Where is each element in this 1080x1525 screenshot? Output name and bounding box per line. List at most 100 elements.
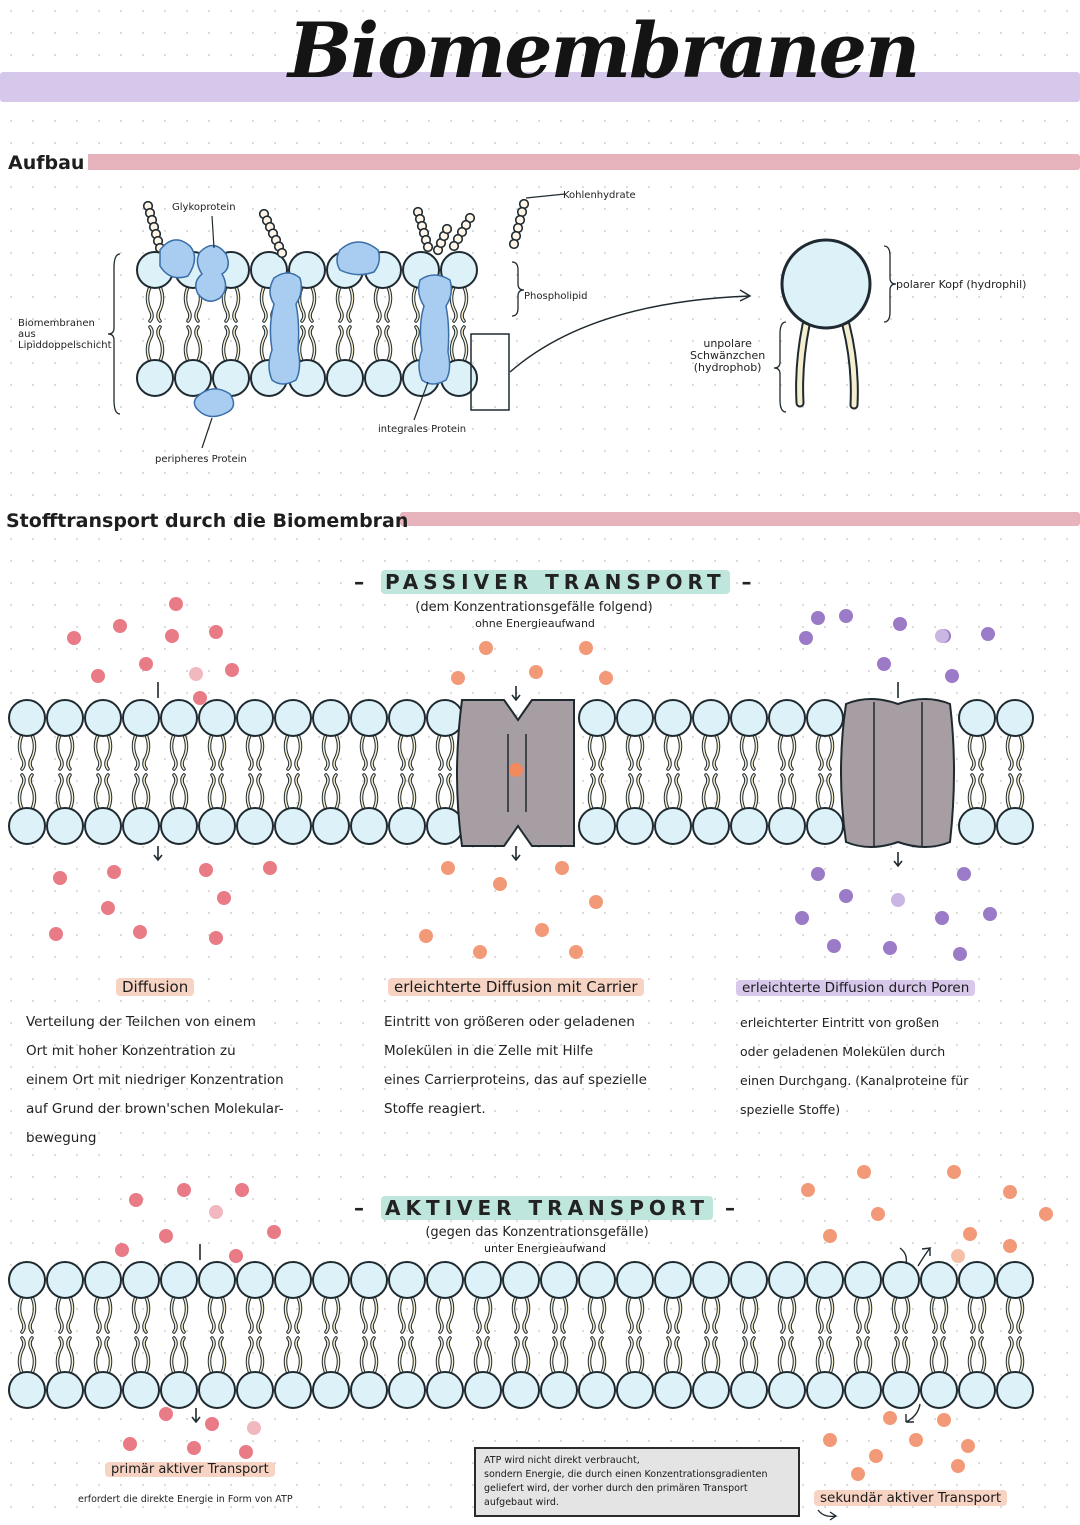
lipid-tail-fill <box>751 1337 758 1374</box>
lipid-tail-fill <box>170 1337 177 1374</box>
phospholipid-head <box>692 699 730 737</box>
lipid-tail-fill <box>816 1296 823 1333</box>
phospholipid-head <box>326 359 364 397</box>
phospholipid-head <box>8 807 46 845</box>
lipid-tail-fill <box>181 1337 188 1374</box>
sekundaer-molecule <box>851 1467 865 1481</box>
pore-molecule <box>811 611 825 625</box>
carrier-molecule-outside <box>451 671 465 685</box>
lipid-tail-fill <box>309 326 316 362</box>
pore-molecule <box>893 617 907 631</box>
lipid-tail-fill <box>29 774 36 810</box>
lipid-tail-fill <box>968 774 975 810</box>
sekundaer-molecule <box>869 1449 883 1463</box>
phospholipid-head <box>350 1261 388 1299</box>
phospholipid-head <box>502 1261 540 1299</box>
lipid-tail-fill <box>181 734 188 770</box>
phospholipid-head <box>84 699 122 737</box>
phospholipid-head <box>464 1371 502 1409</box>
lipid-tail-fill <box>360 734 367 770</box>
lipid-tail-fill <box>181 774 188 810</box>
peripheral-protein-bottom <box>193 388 235 418</box>
lipid-tail-fill <box>295 734 302 770</box>
lipid-tail-fill <box>336 326 343 362</box>
primaer-molecule <box>247 1421 261 1435</box>
lipid-tail-fill <box>1006 1296 1013 1333</box>
aufbau-band <box>78 154 1080 170</box>
lipid-tail-fill <box>751 774 758 810</box>
lipid-tail-fill <box>29 1296 36 1333</box>
carrier-molecule-inside <box>493 877 507 891</box>
lipid-tail-fill <box>713 774 720 810</box>
phospholipid-head <box>578 1261 616 1299</box>
carbohydrate-chain <box>508 238 520 250</box>
phospholipid-head <box>996 807 1034 845</box>
carbohydrate-chain <box>276 247 288 259</box>
lipid-tail-fill <box>322 734 329 770</box>
sekundaer-molecule <box>857 1165 871 1179</box>
lipid-tail-fill <box>322 1337 329 1374</box>
lipid-tail-fill <box>219 774 226 810</box>
sekundaer-molecule <box>951 1249 965 1263</box>
diffusion-molecule <box>53 871 67 885</box>
lipid-tail-fill <box>550 1337 557 1374</box>
lipid-tail-fill <box>474 1337 481 1374</box>
primaer-molecule <box>123 1437 137 1451</box>
lipid-tail-fill <box>979 1296 986 1333</box>
phospholipid-head <box>730 1371 768 1409</box>
lipid-tail-fill <box>170 1296 177 1333</box>
phospholipid-head <box>388 1261 426 1299</box>
phospholipid-head <box>160 1371 198 1409</box>
primaer-molecule <box>267 1225 281 1239</box>
primaer-note: erfordert die direkte Energie in Form vo… <box>78 1494 293 1505</box>
phospholipid-head <box>440 251 478 289</box>
lipid-tail-fill <box>385 286 392 322</box>
phospholipid-head <box>198 1371 236 1409</box>
lipid-tail-fill <box>94 1337 101 1374</box>
label-peripheres-protein: peripheres Protein <box>155 454 247 465</box>
lipid-tail-fill <box>233 326 240 362</box>
lipid-tail-fill <box>29 734 36 770</box>
lipid-tail-fill <box>208 1337 215 1374</box>
lipid-tail-fill <box>146 326 153 362</box>
lipid-tail-fill <box>675 1296 682 1333</box>
leader-kohlenhydrate <box>525 193 566 199</box>
lipid-tail-fill <box>789 1337 796 1374</box>
lipid-tail-fill <box>702 1337 709 1374</box>
sekundaer-arrow-up <box>899 1247 932 1267</box>
phospholipid-head <box>540 1371 578 1409</box>
phospholipid-head <box>8 1261 46 1299</box>
lipid-tail-fill <box>105 1296 112 1333</box>
diffusion-molecule <box>91 669 105 683</box>
lipid-tail-fill <box>461 286 468 322</box>
lipid-tail-fill <box>295 774 302 810</box>
phospholipid-head <box>84 1371 122 1409</box>
carrier-molecule-inside <box>589 895 603 909</box>
lipid-tail-fill <box>143 734 150 770</box>
phospholipid-head <box>122 807 160 845</box>
pore-molecule <box>953 947 967 961</box>
lipid-tail-fill <box>626 1337 633 1374</box>
lipid-tail-fill <box>778 1337 785 1374</box>
phospholipid-head <box>388 807 426 845</box>
lipid-tail-fill <box>778 774 785 810</box>
phospholipid-head <box>844 1261 882 1299</box>
lipid-tail-fill <box>157 286 164 322</box>
lipid-tail-fill <box>447 1337 454 1374</box>
lipid-tail-fill <box>371 1337 378 1374</box>
leader-integral <box>413 381 429 421</box>
lipid-tail-fill <box>740 774 747 810</box>
glycoprotein <box>195 244 229 302</box>
label-phospholipid: Phospholipid <box>524 291 588 302</box>
lipid-tail-fill <box>219 734 226 770</box>
lipid-tail-fill <box>892 1337 899 1374</box>
carrier-molecule-outside <box>529 665 543 679</box>
lipid-tail-fill <box>474 1296 481 1333</box>
pointer-line <box>509 295 751 373</box>
phospholipid-head <box>730 1261 768 1299</box>
phospholipid-head <box>958 807 996 845</box>
lipid-tail-fill <box>751 1296 758 1333</box>
passive-banner: – PASSIVER TRANSPORT – <box>354 570 757 594</box>
lipid-tail-fill <box>322 1296 329 1333</box>
lipid-tail-fill <box>18 1337 25 1374</box>
